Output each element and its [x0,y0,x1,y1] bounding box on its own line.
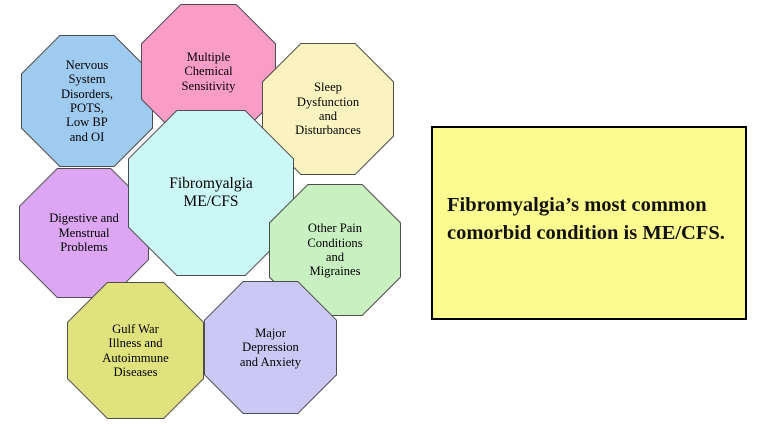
octagon-depression-anxiety: Major Depression and Anxiety [205,282,336,413]
octagon-label-nervous-system: Nervous System Disorders, POTS, Low BP a… [60,57,114,144]
octagon-digestive-menstrual: Digestive and Menstrual Problems [20,169,148,297]
octagon-label-depression-anxiety: Major Depression and Anxiety [239,325,302,369]
octagon-label-sleep-dysfunction: Sleep Dysfunction and Disturbances [295,80,361,138]
octagon-label-multiple-chemical-sensitivity: Multiple Chemical Sensitivity [181,49,236,93]
octagon-nervous-system: Nervous System Disorders, POTS, Low BP a… [22,36,152,166]
callout-text: Fibromyalgia’s most common comorbid cond… [447,194,725,244]
octagon-label-other-pain-migraines: Other Pain Conditions and Migraines [307,221,363,279]
octagon-label-digestive-menstrual: Digestive and Menstrual Problems [49,211,119,255]
octagon-label-gulf-war-autoimmune: Gulf War Illness and Autoimmune Diseases [102,321,169,379]
octagon-gulf-war-autoimmune: Gulf War Illness and Autoimmune Diseases [68,283,203,418]
callout-box: Fibromyalgia’s most common comorbid cond… [431,126,747,320]
octagon-center-fibromyalgia: Fibromyalgia ME/CFS [129,111,293,275]
octagon-label-center: Fibromyalgia ME/CFS [169,175,253,210]
